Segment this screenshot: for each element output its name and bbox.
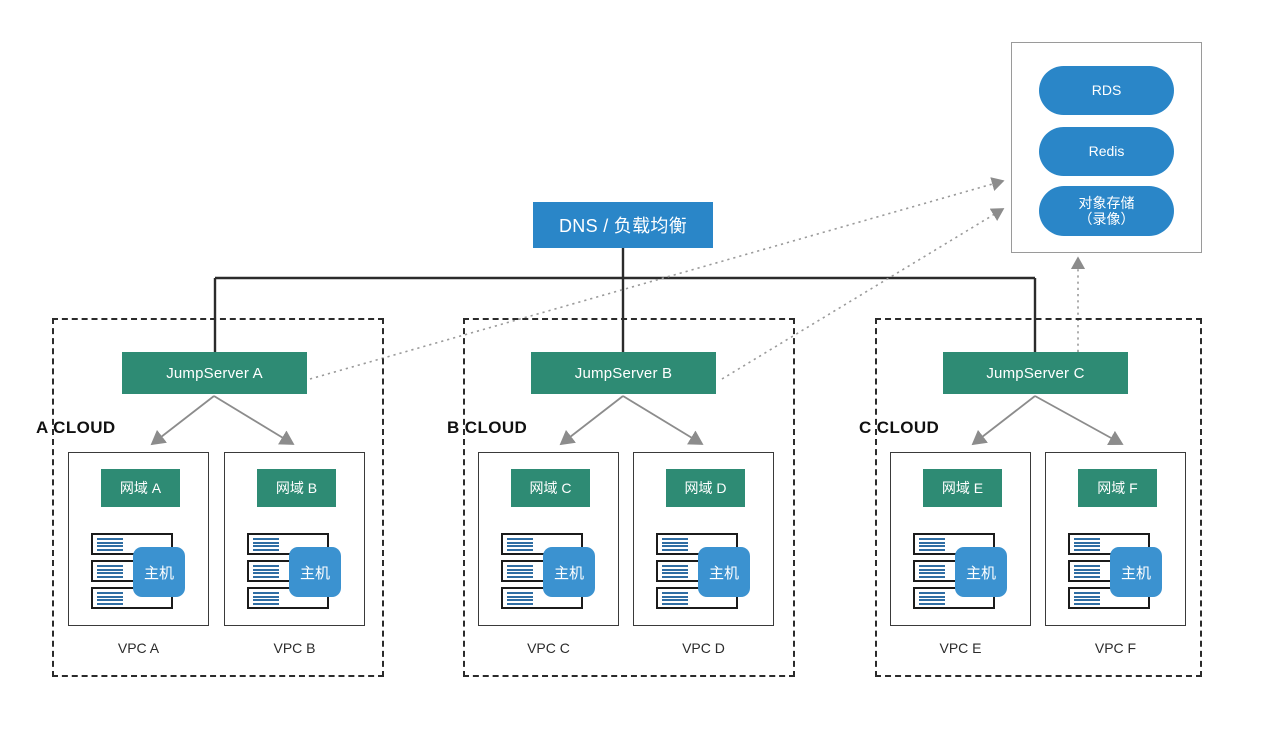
host-f-node[interactable]: 主机	[1110, 547, 1162, 597]
server-rack-icon: 主机	[1068, 533, 1168, 609]
jumpserver-b-node[interactable]: JumpServer B	[531, 352, 716, 394]
zone-e-label: 网域 E	[941, 480, 984, 496]
host-a-label: 主机	[143, 564, 174, 582]
cloud-group-b-label: B CLOUD	[447, 418, 528, 437]
cloud-group-a-label: A CLOUD	[36, 418, 116, 437]
jumpserver-c-label: JumpServer C	[986, 364, 1085, 382]
service-pill-rds[interactable]: RDS	[1039, 66, 1174, 115]
zone-b-label: 网域 B	[275, 480, 318, 496]
wire-jumpserver-c-to-vpcs	[971, 395, 1124, 446]
cloud-group-a	[52, 318, 384, 677]
server-rack-icon: 主机	[91, 533, 191, 609]
vpc-e-label: VPC E	[939, 640, 982, 656]
wire-dns-trunk	[213, 248, 1037, 362]
wire-jumpserver-a-to-services	[309, 177, 1005, 380]
host-e-label: 主机	[965, 564, 996, 582]
wire-jumpserver-b-to-services	[721, 208, 1005, 380]
wire-jumpserver-b-to-vpcs	[559, 395, 704, 446]
host-d-label: 主机	[708, 564, 739, 582]
service-pill-redis-label: Redis	[1088, 143, 1125, 160]
vpc-b-label: VPC B	[273, 640, 316, 656]
zone-e-node[interactable]: 网域 E	[923, 469, 1002, 507]
host-e-node[interactable]: 主机	[955, 547, 1007, 597]
cloud-group-c-label: C CLOUD	[859, 418, 940, 437]
dns-load-balancer-label: DNS / 负载均衡	[558, 216, 687, 236]
service-pill-object-storage[interactable]: 对象存储 （录像）	[1039, 186, 1174, 236]
server-rack-icon: 主机	[247, 533, 347, 609]
service-pill-redis[interactable]: Redis	[1039, 127, 1174, 176]
service-pill-rds-label: RDS	[1091, 82, 1122, 99]
zone-f-node[interactable]: 网域 F	[1078, 469, 1157, 507]
jumpserver-a-node[interactable]: JumpServer A	[122, 352, 307, 394]
vpc-a-label: VPC A	[117, 640, 160, 656]
host-c-label: 主机	[553, 564, 584, 582]
vpc-d-label: VPC D	[682, 640, 725, 656]
zone-d-node[interactable]: 网域 D	[666, 469, 745, 507]
server-rack-icon: 主机	[656, 533, 756, 609]
vpc-c-box: 网域 C 主机	[478, 452, 619, 626]
host-f-label: 主机	[1120, 564, 1151, 582]
cloud-group-b	[463, 318, 795, 677]
host-d-node[interactable]: 主机	[698, 547, 750, 597]
zone-c-node[interactable]: 网域 C	[511, 469, 590, 507]
vpc-a-box: 网域 A 主机	[68, 452, 209, 626]
jumpserver-c-node[interactable]: JumpServer C	[943, 352, 1128, 394]
jumpserver-a-label: JumpServer A	[166, 364, 263, 382]
server-rack-icon: 主机	[501, 533, 601, 609]
host-b-node[interactable]: 主机	[289, 547, 341, 597]
zone-f-label: 网域 F	[1097, 480, 1138, 496]
host-a-node[interactable]: 主机	[133, 547, 185, 597]
vpc-d-box: 网域 D 主机	[633, 452, 774, 626]
zone-c-label: 网域 C	[529, 480, 572, 496]
vpc-f-box: 网域 F 主机	[1045, 452, 1186, 626]
host-b-label: 主机	[299, 564, 330, 582]
wire-jumpserver-a-to-vpcs	[150, 395, 295, 446]
service-pill-object-storage-label: 对象存储 （录像）	[1078, 194, 1135, 227]
vpc-c-label: VPC C	[527, 640, 570, 656]
jumpserver-b-label: JumpServer B	[574, 364, 673, 382]
cloud-group-c	[875, 318, 1202, 677]
dns-load-balancer-node[interactable]: DNS / 负载均衡	[533, 202, 713, 248]
vpc-b-box: 网域 B 主机	[224, 452, 365, 626]
zone-d-label: 网域 D	[684, 480, 727, 496]
zone-a-label: 网域 A	[119, 480, 162, 496]
zone-a-node[interactable]: 网域 A	[101, 469, 180, 507]
host-c-node[interactable]: 主机	[543, 547, 595, 597]
vpc-e-box: 网域 E 主机	[890, 452, 1031, 626]
vpc-f-label: VPC F	[1094, 640, 1137, 656]
zone-b-node[interactable]: 网域 B	[257, 469, 336, 507]
cloud-services-panel: RDS Redis 对象存储 （录像）	[1011, 42, 1202, 253]
server-rack-icon: 主机	[913, 533, 1013, 609]
